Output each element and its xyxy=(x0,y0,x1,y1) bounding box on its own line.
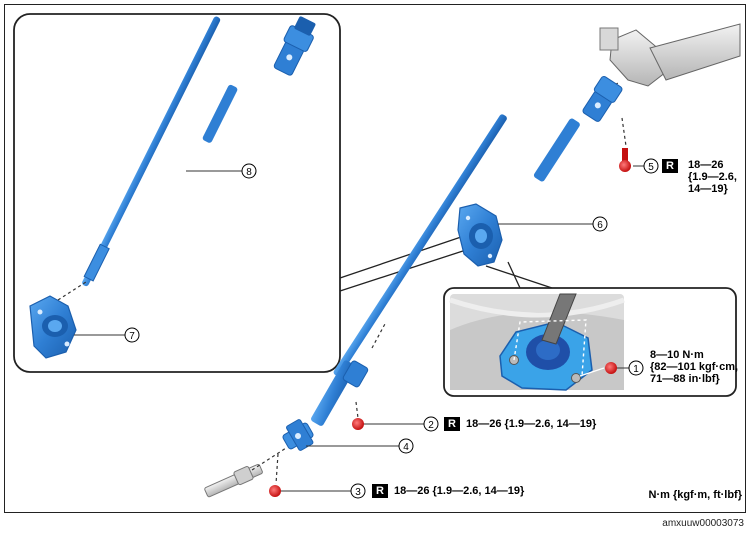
inset-bracket xyxy=(29,295,77,359)
torque-spec-5-line-2: {1.9—2.6, xyxy=(688,171,737,183)
units-note: N·m {kgf·m, ft·lbf} xyxy=(648,489,743,501)
part-number-2: 2 xyxy=(428,420,434,431)
photo-detail-inset xyxy=(443,261,737,397)
part-number-6: 6 xyxy=(597,220,603,231)
torque-spec-1: 8—10 N·m {82—101 kgf·cm, 71—88 in·lbf} xyxy=(650,349,738,385)
main-bracket xyxy=(457,203,503,267)
column-housing xyxy=(599,23,741,87)
reuse-badge-2: R xyxy=(444,417,460,431)
torque-spec-3: R 18—26 {1.9—2.6, 14—19} xyxy=(372,484,524,498)
reuse-badge-5: R xyxy=(662,159,678,173)
torque-spec-3-value: 18—26 {1.9—2.6, 14—19} xyxy=(394,484,525,497)
bolt-5 xyxy=(619,148,631,172)
bolt-3 xyxy=(269,485,281,497)
steering-gear-input-shaft xyxy=(204,463,263,498)
torque-spec-5-line-1: 18—26 xyxy=(688,159,724,171)
bolt-2 xyxy=(352,418,364,430)
figure-code: amxuuw00003073 xyxy=(662,518,744,529)
detail-inset-box xyxy=(13,13,341,373)
torque-spec-2: R 18—26 {1.9—2.6, 14—19} xyxy=(444,417,596,431)
part-number-3: 3 xyxy=(355,487,361,498)
part-number-4: 4 xyxy=(403,442,409,453)
torque-spec-2-value: 18—26 {1.9—2.6, 14—19} xyxy=(466,417,597,430)
part-number-5: 5 xyxy=(648,162,654,173)
callout-circles xyxy=(124,158,659,499)
torque-spec-5-line-3: 14—19} xyxy=(688,183,728,195)
main-steering-shaft xyxy=(333,75,623,377)
torque-spec-1-line-2: {82—101 kgf·cm, xyxy=(650,361,739,373)
intermediate-shaft xyxy=(282,321,387,451)
figure-frame xyxy=(4,4,746,513)
reuse-badge-3: R xyxy=(372,484,388,498)
torque-spec-1-line-3: 71—88 in·lbf} xyxy=(650,373,720,385)
part-number-1: 1 xyxy=(633,364,639,375)
part-number-8: 8 xyxy=(246,167,252,178)
torque-spec-1-line-1: 8—10 N·m xyxy=(650,349,704,361)
part-number-7: 7 xyxy=(129,331,135,342)
torque-spec-5: 18—26 {1.9—2.6, 14—19} xyxy=(688,159,737,195)
inset-steering-shaft xyxy=(82,16,316,287)
